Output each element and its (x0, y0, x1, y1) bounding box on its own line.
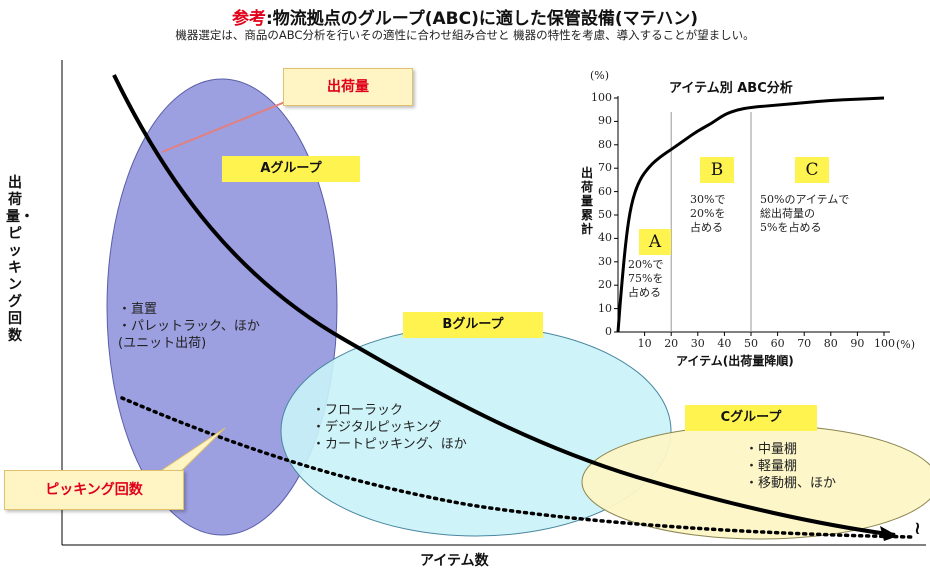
group-b-label: Bグループ (403, 312, 543, 338)
x-tick-label: 60 (770, 337, 785, 350)
abc-y-axis-label: 出荷量累計 (580, 166, 593, 236)
callout-picking-count: ピッキング回数 (4, 470, 184, 510)
group-c-label: Cグループ (685, 405, 817, 431)
callout-shipment-volume: 出荷量 (283, 68, 413, 106)
abc-y-unit: (%) (590, 69, 610, 82)
list-item: ・デジタルピッキング (312, 420, 442, 435)
page-subtitle: 機器選定は、商品のABC分析を行いその適性に合わせ組み合せと 機器の特性を考慮、… (175, 28, 755, 42)
picking-count-curve (120, 396, 914, 539)
x-tick-label: 20 (664, 337, 679, 350)
group-a-ellipse (106, 78, 338, 536)
x-tick-label: 40 (717, 337, 732, 350)
title-text: :物流拠点のグループ(ABC)に適した保管設備(マテハン) (265, 9, 699, 29)
segment-a-note: 20%で 75%を 占める (628, 258, 663, 300)
group-c-equipment-list: ・中量棚 ・軽量棚 ・移動棚、ほか (745, 441, 836, 492)
segment-c-note: 50%のアイテムで 総出荷量の 5%を占める (760, 193, 849, 235)
shipment-callout-pointer (161, 99, 291, 153)
y-tick-label: 50 (598, 208, 612, 221)
abc-chart-title: アイテム別 ABC分析 (669, 81, 793, 96)
reference-label: 参考 (231, 9, 266, 29)
list-item: ・カートピッキング、ほか (312, 437, 467, 452)
note-line: 20%で (628, 258, 664, 271)
y-tick-label: 80 (598, 137, 612, 151)
group-b-equipment-list: ・フローラック ・デジタルピッキング ・カートピッキング、ほか (312, 402, 467, 453)
segment-b-note: 30%で 20%を 占める (690, 193, 725, 235)
x-tick-label: 50 (744, 337, 758, 350)
group-a-label: Aグループ (222, 156, 360, 182)
list-item: ・パレットラック、ほか (118, 319, 260, 334)
y-tick-label: 70 (598, 161, 612, 175)
note-line: 総出荷量の (760, 207, 815, 220)
y-tick-label: 100 (591, 91, 612, 104)
group-a-equipment-list: ・直置 ・パレットラック、ほか (ユニット出荷) (118, 301, 260, 352)
axis-break-symbol: ≀ (914, 518, 921, 539)
y-tick-label: 90 (598, 114, 612, 128)
y-tick-label: 0 (605, 325, 612, 338)
list-item: (ユニット出荷) (118, 336, 207, 351)
note-line: 75%を (628, 272, 664, 285)
note-line: 20%を (690, 207, 726, 220)
x-tick-label: 30 (690, 337, 705, 350)
list-item: ・直置 (118, 302, 158, 317)
x-tick-label: 90 (850, 337, 865, 350)
y-tick-label: 60 (598, 184, 612, 198)
list-item: ・移動棚、ほか (745, 476, 837, 491)
abc-x-unit: (%) (896, 338, 916, 351)
shipment-curve-arrowhead (880, 526, 898, 541)
segment-b-label: B (700, 157, 734, 183)
shipment-volume-curve (112, 74, 896, 537)
note-line: 占める (690, 221, 723, 234)
page-title: 参考:物流拠点のグループ(ABC)に適した保管設備(マテハン) (0, 4, 930, 29)
y-tick-label: 10 (598, 301, 612, 315)
list-item: ・軽量棚 (745, 459, 798, 474)
y-tick-label: 30 (598, 254, 612, 268)
y-tick-label: 20 (598, 278, 612, 292)
x-tick-label: 70 (797, 337, 812, 350)
y-axis-label: 出荷量・ピッキング回数 (6, 175, 34, 344)
note-line: 30%で (690, 193, 726, 206)
abc-cumulative-curve (616, 96, 885, 333)
x-tick-label: 100 (874, 337, 895, 350)
y-tick-label: 40 (598, 231, 612, 245)
note-line: 5%を占める (760, 221, 822, 234)
segment-c-label: C (795, 157, 829, 183)
abc-x-axis-label: アイテム(出荷量降順) (676, 354, 794, 368)
x-tick-label: 80 (823, 337, 838, 350)
list-item: ・中量棚 (745, 442, 798, 457)
segment-a-label: A (639, 229, 671, 255)
x-tick-label: 10 (637, 337, 652, 350)
note-line: 占める (628, 286, 661, 299)
note-line: 50%のアイテムで (760, 193, 850, 206)
x-axis-label: アイテム数 (420, 553, 489, 569)
list-item: ・フローラック (312, 403, 404, 418)
